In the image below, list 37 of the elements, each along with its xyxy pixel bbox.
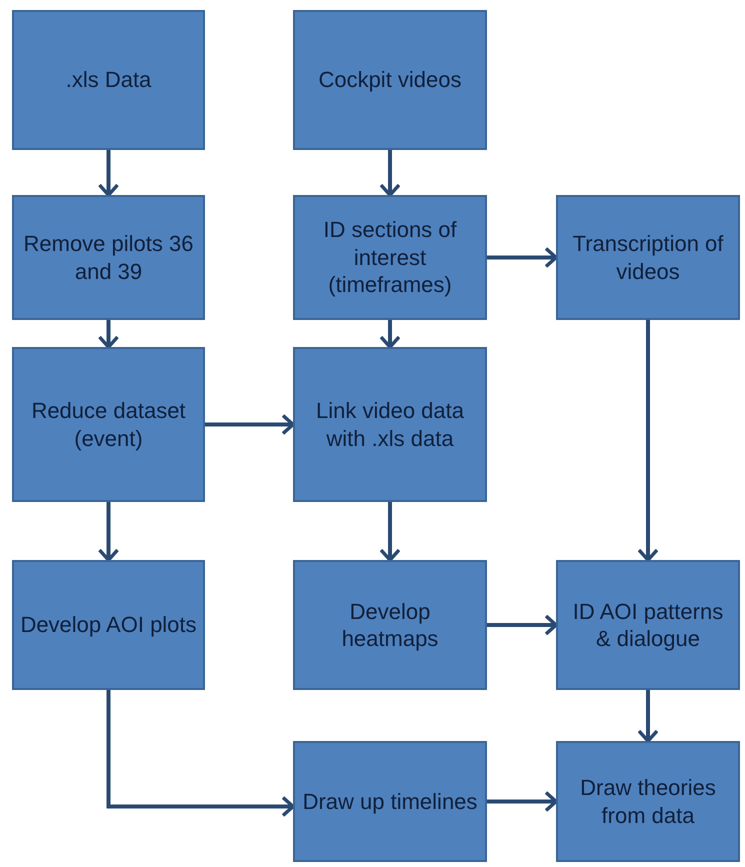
process-box	[293, 347, 487, 502]
box-label: Link video data with .xls data	[315, 397, 465, 452]
box-label: Transcription of videos	[572, 230, 724, 285]
arrow	[487, 790, 558, 812]
arrow	[637, 320, 659, 562]
arrow	[487, 246, 558, 268]
box-label: Remove pilots 36 and 39	[22, 230, 194, 285]
process-box	[293, 195, 487, 320]
box-label: ID AOI patterns & dialogue	[572, 598, 724, 652]
process-box	[556, 741, 740, 862]
process-box	[12, 347, 205, 502]
arrow	[98, 320, 120, 349]
process-box	[293, 560, 487, 690]
arrow	[98, 150, 120, 197]
process-box	[556, 560, 740, 690]
arrow	[106, 690, 295, 818]
box-label: Cockpit videos	[318, 66, 462, 94]
arrow	[379, 502, 401, 562]
box-label: Reduce dataset (event)	[30, 397, 187, 452]
process-box	[293, 741, 487, 862]
box-label: ID sections of interest (timeframes)	[322, 216, 458, 299]
box-label: Develop AOI plots	[20, 611, 197, 639]
box-label: Draw up timelines	[302, 788, 478, 816]
box-label: Develop heatmaps	[340, 598, 440, 652]
arrow	[205, 414, 295, 436]
arrow	[379, 320, 401, 349]
process-box	[12, 10, 205, 150]
process-box	[556, 195, 740, 320]
box-label: Draw theories from data	[579, 774, 717, 829]
arrow	[637, 690, 659, 743]
arrow	[98, 502, 120, 562]
process-box	[12, 560, 205, 690]
process-box	[12, 195, 205, 320]
arrow	[379, 150, 401, 197]
arrow	[487, 614, 558, 636]
box-label: .xls Data	[66, 66, 152, 94]
process-box	[293, 10, 487, 150]
